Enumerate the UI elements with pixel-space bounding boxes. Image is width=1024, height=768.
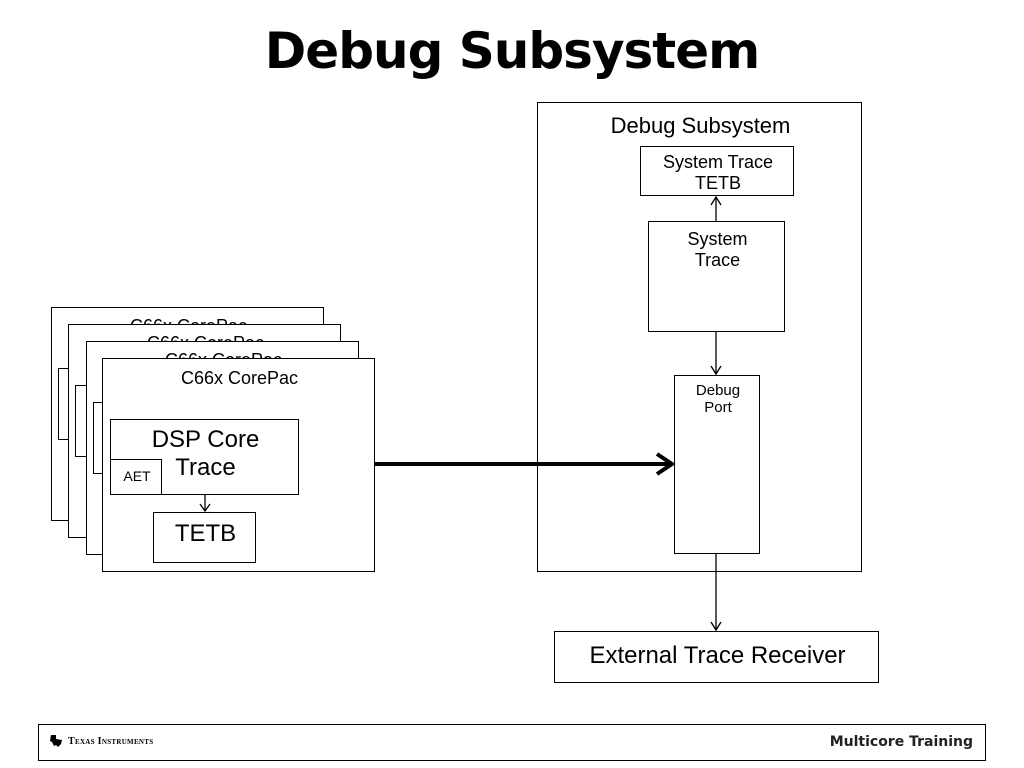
tetb-label: TETB [174,520,237,547]
arrow-debug-port-to-receiver [710,554,722,632]
system-trace-tetb-label: System Trace TETB [662,152,774,193]
aet-box: AET [110,459,162,495]
system-trace-tetb-box: System Trace TETB [640,146,794,196]
debug-port-label: Debug Port [695,382,741,417]
ti-company-name: Texas Instruments [68,735,154,747]
footer-right-text: Multicore Training [829,734,973,750]
corepac-label: C66x CorePac [180,368,299,388]
arrow-system-trace-to-debug-port [710,332,722,376]
tetb-box: TETB [153,512,256,563]
dsp-core-trace-label: DSP Core Trace [151,426,260,481]
external-trace-receiver-label: External Trace Receiver [589,642,846,669]
slide-footer: Texas Instruments Multicore Training [38,724,986,761]
debug-subsystem-label: Debug Subsystem [610,113,791,138]
system-trace-box: System Trace [648,221,785,332]
arrow-system-trace-to-tetb [710,195,722,221]
arrow-dsp-trace-to-tetb [199,495,211,513]
texas-map-icon [50,735,62,747]
arrow-corepac-to-debug-port [375,452,676,476]
ti-logo: Texas Instruments [49,734,153,748]
system-trace-label: System Trace [687,229,748,270]
external-trace-receiver-box: External Trace Receiver [554,631,879,683]
slide-title: Debug Subsystem [264,22,760,80]
aet-label: AET [123,468,151,484]
